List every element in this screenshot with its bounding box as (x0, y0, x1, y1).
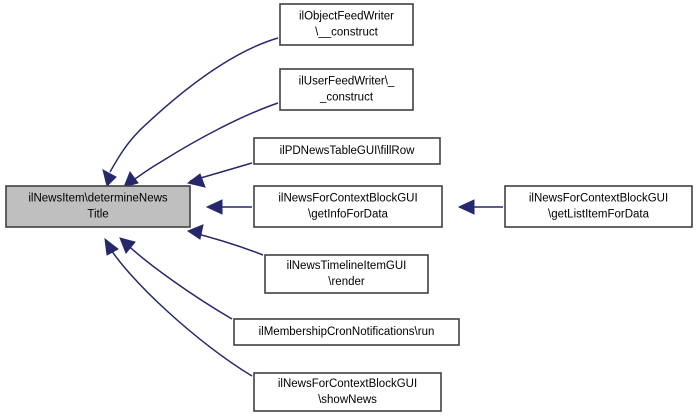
graph-edge (102, 37, 279, 187)
node-label-line2: \getListItemForData (548, 209, 650, 221)
node-box[interactable] (504, 185, 693, 228)
graph-node[interactable]: ilNewsForContextBlockGUI \getListItemForD… (504, 185, 693, 228)
node-label-line1: ilPDNewsTableGUI\fillRow (280, 145, 416, 157)
node-label-line1: ilNewsForContextBlockGUI (278, 193, 417, 205)
node-box[interactable] (264, 254, 429, 294)
edge-line (109, 37, 279, 173)
graph-node[interactable]: ilObjectFeedWriter \__construct (279, 3, 414, 46)
node-label-line2: \showNews (318, 394, 377, 406)
graph-edge (205, 199, 252, 215)
node-label-line1: ilMembershipCronNotifications\run (259, 326, 435, 338)
graph-node[interactable]: ilNewsForContextBlockGUI \getInfoForData (253, 185, 443, 228)
node-label-line1: ilObjectFeedWriter (299, 11, 394, 23)
edge-line (121, 239, 233, 320)
arrowhead-icon (205, 199, 223, 215)
graph-node[interactable]: ilNewsTimelineItemGUI \render (264, 254, 429, 294)
node-label-line2: \__construct (315, 27, 378, 39)
graph-edge (104, 237, 253, 377)
node-label-line2: \render (328, 276, 365, 288)
graph-node[interactable]: ilMembershipCronNotifications\run (233, 318, 460, 346)
arrowhead-icon (119, 237, 136, 254)
graph-node[interactable]: ilNewsForContextBlockGUI \showNews (253, 372, 442, 412)
node-box[interactable] (279, 68, 414, 111)
arrowhead-icon (123, 170, 139, 188)
graph-edge (457, 199, 503, 215)
node-box[interactable] (233, 318, 460, 346)
graph-edge (186, 162, 253, 188)
node-label-line1: ilNewsTimelineItemGUI (287, 260, 407, 272)
node-label-line1: ilNewsItem\determineNews (28, 193, 168, 205)
arrowhead-icon (102, 169, 117, 187)
graph-node[interactable]: ilPDNewsTableGUI\fillRow (253, 137, 441, 165)
node-box[interactable] (253, 372, 442, 412)
node-label-line2: \getInfoForData (308, 209, 389, 221)
edges-layer (102, 37, 503, 377)
graph-edge (119, 237, 233, 320)
node-box[interactable] (253, 137, 441, 165)
arrowhead-icon (186, 224, 204, 240)
graph-edge (123, 102, 279, 188)
node-box[interactable] (279, 3, 414, 46)
edge-line (105, 241, 253, 377)
node-box[interactable] (253, 185, 443, 228)
node-box[interactable] (5, 185, 191, 228)
node-label-line1: ilNewsForContextBlockGUI (278, 378, 417, 390)
node-label-line1: ilUserFeedWriter\_ (299, 76, 395, 88)
node-label-line1: ilNewsForContextBlockGUI (529, 193, 668, 205)
node-label-line2: _construct (319, 92, 374, 104)
graph-edge (186, 224, 264, 256)
arrowhead-icon (186, 173, 206, 188)
arrowhead-icon (104, 237, 119, 256)
node-label-line2: Title (87, 209, 108, 221)
edge-line (126, 102, 279, 186)
arrowhead-icon (457, 199, 475, 215)
graph-node[interactable]: ilUserFeedWriter\_ _construct (279, 68, 414, 111)
